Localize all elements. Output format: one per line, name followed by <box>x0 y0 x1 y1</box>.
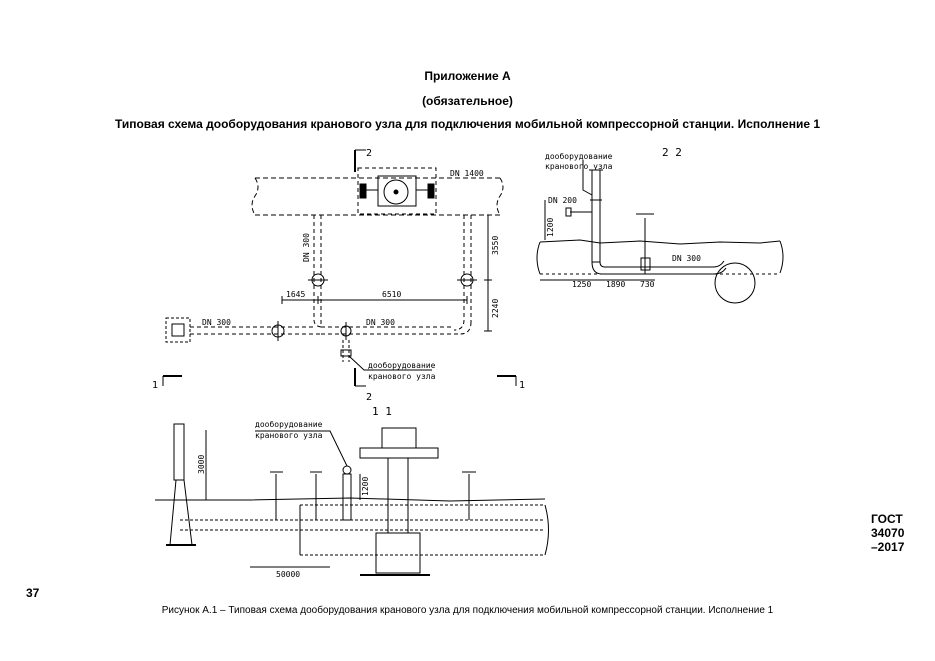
dim-50000: 50000 <box>276 570 300 579</box>
dim-1250: 1250 <box>572 280 591 289</box>
section-2-2-title: 2 2 <box>662 146 682 159</box>
plan-view <box>162 149 517 387</box>
appendix-heading: Приложение А <box>424 69 511 83</box>
figure-caption: Рисунок А.1 – Типовая схема дооборудован… <box>161 605 774 616</box>
dim-730: 730 <box>640 280 655 289</box>
s22-note-line1: дооборудование <box>545 151 613 161</box>
section-mark-top: 2 <box>366 148 372 159</box>
gost-stamp: ГОСТ 34070 –2017 <box>871 512 904 554</box>
dim-2240: 2240 <box>491 299 500 318</box>
s11-note-line1: дооборудование <box>255 419 323 429</box>
document-title: Типовая схема дооборудования кранового у… <box>114 117 821 131</box>
main-valve <box>357 167 437 215</box>
label-dn300-left: DN 300 <box>202 318 231 327</box>
gost-line2: 34070 <box>871 526 905 540</box>
s11-note-line2: кранового узла <box>255 431 323 440</box>
s11-dim-1200: 1200 <box>361 477 370 496</box>
label-dn300-mid: DN 300 <box>366 318 395 327</box>
bypass-pipeline <box>190 215 472 335</box>
dim-3000: 3000 <box>197 455 206 474</box>
plan-note-line2: кранового узла <box>368 372 436 381</box>
gost-line3: –2017 <box>871 540 905 554</box>
section-mark-right: 1 <box>519 380 525 391</box>
section-1-1 <box>155 423 549 576</box>
s22-dim-1200: 1200 <box>546 218 555 237</box>
section-mark-bottom: 2 <box>366 392 372 403</box>
gost-line1: ГОСТ <box>871 512 903 526</box>
section-1-1-title: 1 1 <box>372 405 392 418</box>
s22-note-line2: кранового узла <box>545 162 613 171</box>
dim-1645: 1645 <box>286 290 305 299</box>
dim-6510: 6510 <box>382 290 401 299</box>
dim-3550: 3550 <box>491 236 500 255</box>
s22-label-dn300: DN 300 <box>672 254 701 263</box>
section-2-2 <box>536 160 784 304</box>
page-number: 37 <box>26 586 40 600</box>
section-mark-left: 1 <box>152 380 158 391</box>
label-dn1400: DN 1400 <box>450 169 484 178</box>
dim-1890: 1890 <box>606 280 625 289</box>
appendix-note: (обязательное) <box>422 94 513 108</box>
label-dn200: DN 200 <box>548 196 577 205</box>
plan-note-line1: дооборудование <box>368 360 436 370</box>
label-dn300-vertical: DN 300 <box>302 233 311 262</box>
